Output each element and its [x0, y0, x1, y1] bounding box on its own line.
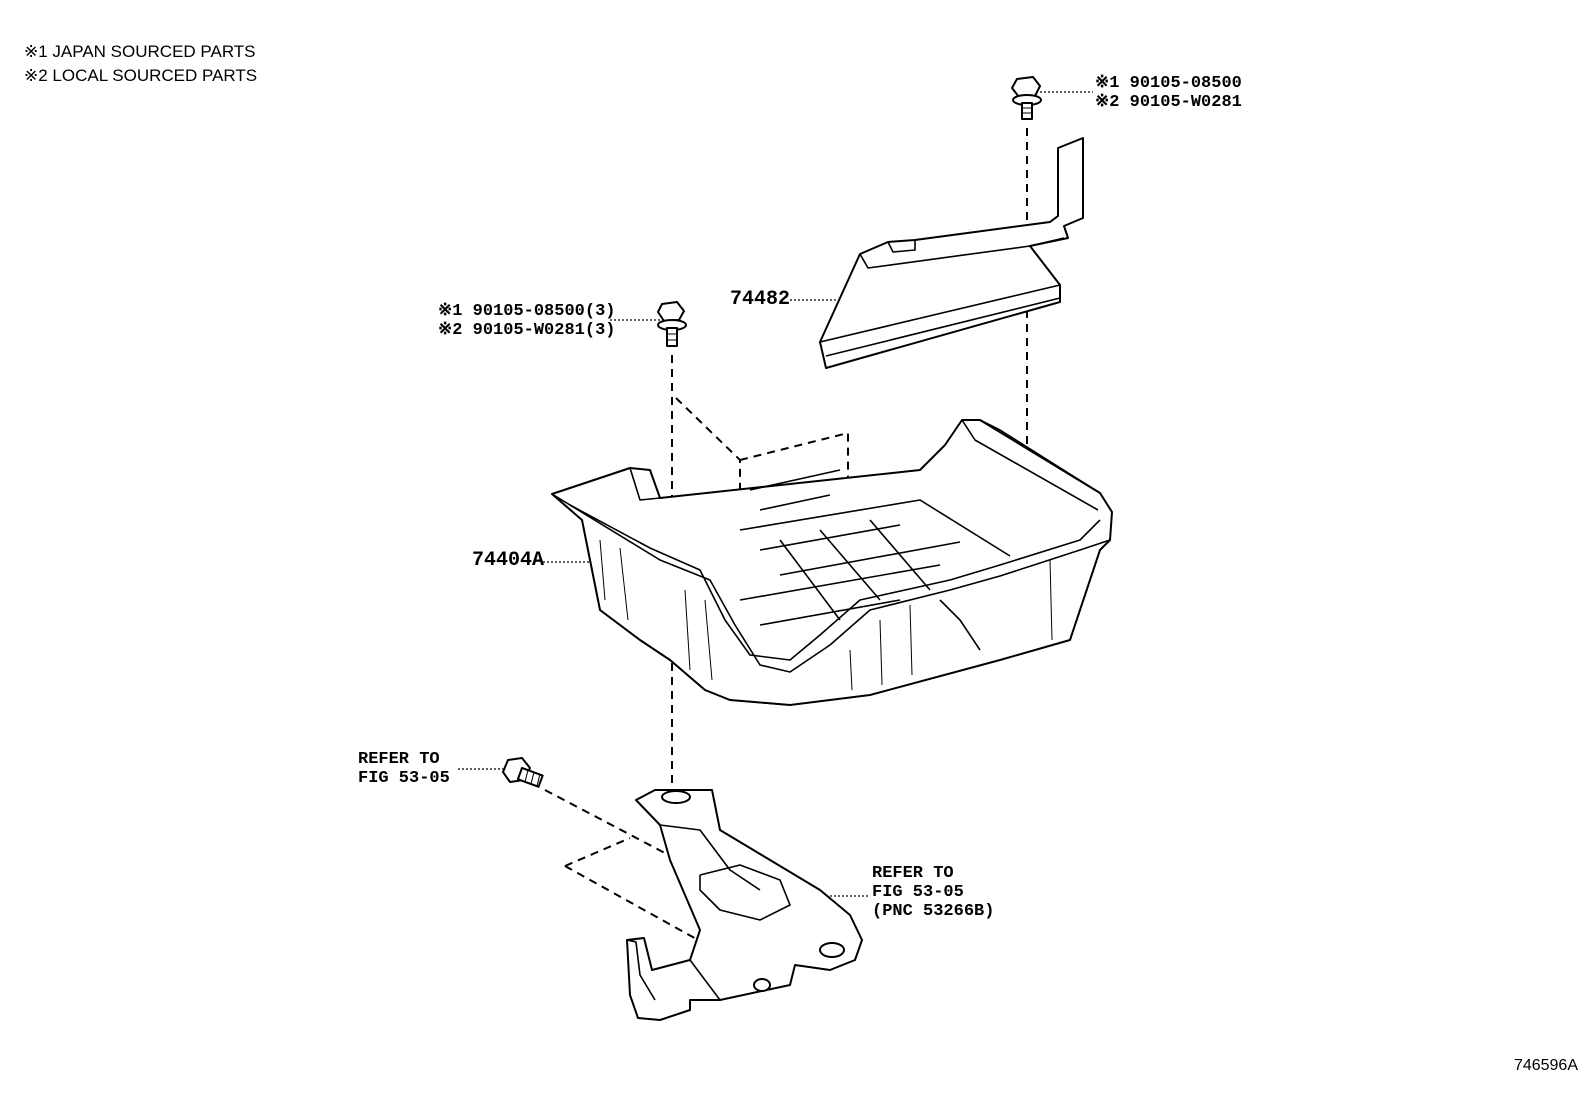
top-bolt-icon[interactable]	[1011, 76, 1042, 120]
bracket-53266B[interactable]	[626, 789, 863, 1021]
legend: ※1 JAPAN SOURCED PARTS ※2 LOCAL SOURCED …	[24, 40, 257, 88]
callout-refer-bolt-line1: REFER TO	[358, 750, 440, 769]
callout-refer-bolt[interactable]: REFER TO FIG 53-05	[358, 750, 450, 788]
figure-id: 746596A	[1513, 1057, 1578, 1074]
callout-refer-bracket-line2: FIG 53-05	[872, 883, 964, 902]
callout-tray-bolt-line2: ※2 90105-W0281(3)	[438, 321, 616, 340]
callout-top-bolt-line2: ※2 90105-W0281	[1095, 93, 1242, 112]
callout-refer-bolt-line2: FIG 53-05	[358, 769, 450, 788]
callout-tray-bolt[interactable]: ※1 90105-08500(3) ※2 90105-W0281(3)	[438, 302, 615, 340]
callout-refer-bracket-line3: (PNC 53266B)	[872, 902, 995, 921]
callout-top-bolt-line1: ※1 90105-08500	[1095, 74, 1242, 93]
bracket-bolt-icon[interactable]	[502, 757, 544, 788]
tray-bolt-icon[interactable]	[657, 301, 687, 347]
callout-refer-bracket-line1: REFER TO	[872, 864, 954, 883]
legend-note-japan: ※1 JAPAN SOURCED PARTS	[24, 42, 256, 61]
callout-insulator[interactable]: 74482	[730, 288, 791, 311]
leader-lines	[458, 91, 1093, 897]
legend-note-local: ※2 LOCAL SOURCED PARTS	[24, 66, 258, 85]
callout-tray[interactable]: 74404A	[472, 549, 545, 572]
callout-top-bolt[interactable]: ※1 90105-08500 ※2 90105-W0281	[1095, 74, 1242, 112]
insulator-74482[interactable]	[819, 137, 1084, 369]
callout-tray-bolt-line1: ※1 90105-08500(3)	[438, 302, 616, 321]
callout-refer-bracket[interactable]: REFER TO FIG 53-05 (PNC 53266B)	[872, 864, 994, 921]
battery-tray-74404A[interactable]	[551, 419, 1113, 706]
